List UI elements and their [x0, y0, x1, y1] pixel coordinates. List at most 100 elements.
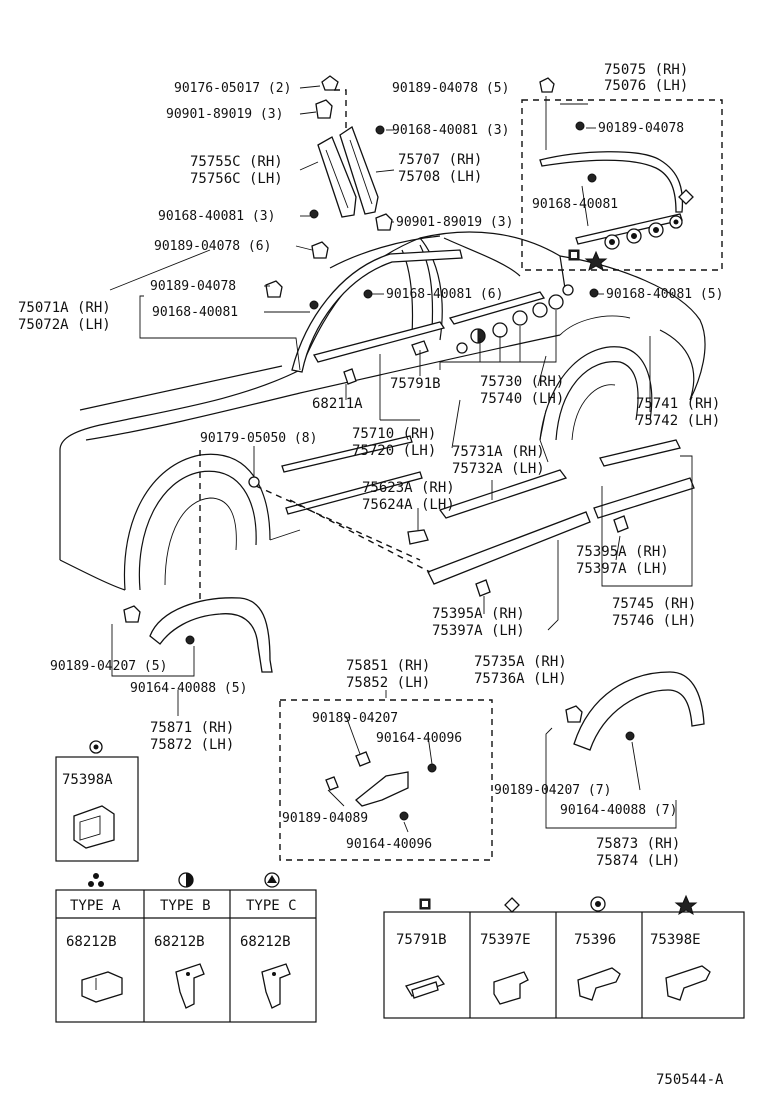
label-75071a: 75071A (RH): [18, 300, 111, 316]
label-75397a-r: 75397A (LH): [576, 561, 669, 577]
label-75623a: 75623A (RH): [362, 480, 455, 496]
label-90164-h: 90164-40096: [346, 837, 432, 852]
label-90189-f: 90189-04207 (5): [50, 659, 167, 674]
frame-moulding-75071a: [291, 249, 463, 373]
label-75755c: 75755C (RH): [190, 154, 283, 170]
type-c-icon: [264, 872, 280, 888]
belt-moulding-75730: [448, 291, 546, 325]
label-75395a-r: 75395A (RH): [576, 544, 669, 560]
clip-75395a-l: [475, 579, 491, 597]
legend-part-3: 75396: [574, 932, 616, 948]
type-a-part: 68212B: [66, 934, 117, 950]
label-75072a: 75072A (LH): [18, 317, 111, 333]
label-75874: 75874 (LH): [596, 853, 680, 869]
legend-drawing-2: [493, 971, 529, 1005]
type-a-header: TYPE A: [70, 898, 121, 914]
label-90189-c: 90189-04078 (6): [154, 239, 271, 254]
legend-part-4: 75398E: [650, 932, 701, 948]
label-75732a: 75732A (LH): [452, 461, 545, 477]
screw-90168-d: [589, 288, 599, 298]
screw-90168-e: [309, 300, 319, 310]
label-75756c: 75756C (LH): [190, 171, 283, 187]
bolt-90179: [248, 476, 260, 488]
label-90168-d: 90168-40081 (5): [606, 287, 723, 302]
label-90189-box: 90189-04078: [598, 121, 684, 136]
callout-labels: 90176-05017 (2) 90901-89019 (3) 90189-04…: [18, 62, 723, 869]
type-a-drawing: [81, 971, 123, 1003]
mudguard-75873: [565, 671, 705, 751]
label-75707: 75707 (RH): [398, 152, 482, 168]
rocker-moulding-75735a: [427, 477, 695, 585]
screw-90168-b: [309, 209, 319, 219]
label-75740: 75740 (LH): [480, 391, 564, 407]
type-c-part: 68212B: [240, 934, 291, 950]
type-b-drawing: [175, 963, 205, 1009]
screw-90168-box: [587, 173, 597, 183]
clip-group-75730: [456, 284, 574, 354]
legend-part-2: 75397E: [480, 932, 531, 948]
clip-75791b: [411, 340, 429, 356]
clip-box-label: 75398A: [62, 772, 113, 788]
label-75624a: 75624A (LH): [362, 497, 455, 513]
bracket-box-75075: [521, 99, 723, 271]
label-90164-r: 90164-40088 (7): [560, 803, 677, 818]
label-75852: 75852 (LH): [346, 675, 430, 691]
screw-90189-box: [575, 121, 585, 131]
box-clip-icons: [568, 189, 694, 272]
clip-75395a-r: [613, 515, 629, 533]
label-90189-h: 90189-04089: [282, 811, 368, 826]
screw-90168-c: [363, 289, 373, 299]
label-75075: 75075 (RH): [604, 62, 688, 78]
mudguard-75871: [123, 597, 273, 673]
pillar-piece-75707: [339, 126, 379, 215]
clip-90189-top: [539, 77, 555, 93]
legend-drawing-1: [405, 975, 446, 999]
type-b-header: TYPE B: [160, 898, 211, 914]
label-75395a-l: 75395A (RH): [432, 606, 525, 622]
clip-90901-b: [375, 213, 393, 231]
label-90901-a: 90901-89019 (3): [166, 107, 283, 122]
clip-90901-top: [315, 99, 333, 119]
clip-90176: [321, 75, 339, 91]
label-75736a: 75736A (LH): [474, 671, 567, 687]
label-90164-f: 90164-40088 (5): [130, 681, 247, 696]
label-75872: 75872 (LH): [150, 737, 234, 753]
label-90168-e: 90168-40081: [152, 305, 238, 320]
screw-90168-a: [375, 125, 385, 135]
clip-90189-d: [265, 280, 283, 298]
legend-drawing-4: [665, 965, 711, 1001]
label-90168-b: 90168-40081 (3): [158, 209, 275, 224]
label-90901-b: 90901-89019 (3): [396, 215, 513, 230]
type-table: TYPE A TYPE B TYPE C 68212B 68212B 68212…: [55, 872, 317, 1023]
label-90164-g: 90164-40096: [376, 731, 462, 746]
label-75731a: 75731A (RH): [452, 444, 545, 460]
label-75745: 75745 (RH): [612, 596, 696, 612]
star-clip-icon: [674, 894, 698, 916]
label-90189-g: 90189-04207: [312, 711, 398, 726]
diamond-clip-icon: [504, 897, 520, 913]
label-75873: 75873 (RH): [596, 836, 680, 852]
label-90176: 90176-05017 (2): [174, 81, 291, 96]
label-90189-r: 90189-04207 (7): [494, 783, 611, 798]
round-clip-icon: [590, 896, 606, 912]
door-moulding-75731a: [438, 439, 681, 519]
label-90179: 90179-05050 (8): [200, 431, 317, 446]
square-clip-icon: [419, 898, 431, 910]
label-75741: 75741 (RH): [636, 396, 720, 412]
type-b-part: 68212B: [154, 934, 205, 950]
clip-90189-c: [311, 241, 329, 259]
label-75076: 75076 (LH): [604, 78, 688, 94]
legend-part-1: 75791B: [396, 932, 447, 948]
label-75708: 75708 (LH): [398, 169, 482, 185]
label-75730: 75730 (RH): [480, 374, 564, 390]
label-75397a-l: 75397A (LH): [432, 623, 525, 639]
label-75735a: 75735A (RH): [474, 654, 567, 670]
label-75871: 75871 (RH): [150, 720, 234, 736]
label-90168-box: 90168-40081: [532, 197, 618, 212]
legend-drawing-3: [577, 967, 621, 1001]
clip-box-75398a: 75398A: [55, 740, 139, 862]
belt-moulding-75710: [313, 321, 446, 363]
bracket-assembly-75851: [279, 699, 493, 861]
